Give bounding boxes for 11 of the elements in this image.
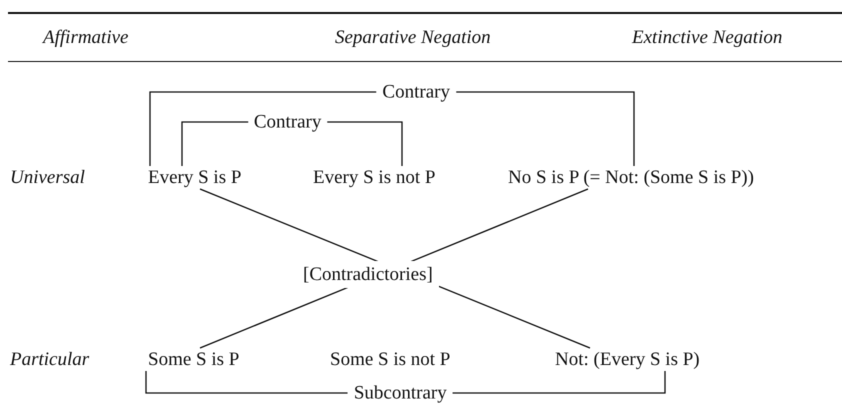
statement-text: No S is P (= Not: (Some S is P))	[508, 166, 754, 189]
column-heading: Affirmative	[43, 26, 128, 49]
row-heading: Universal	[10, 166, 85, 189]
statement-text: Some S is not P	[330, 348, 450, 371]
column-heading: Separative Negation	[335, 26, 491, 49]
statement-text: Not: (Every S is P)	[555, 348, 700, 371]
row-heading: Particular	[10, 348, 90, 371]
statement-text: Every S is P	[148, 166, 242, 189]
statement-text: Some S is P	[148, 348, 240, 371]
statement-text: Every S is not P	[313, 166, 436, 189]
column-heading: Extinctive Negation	[632, 26, 782, 49]
